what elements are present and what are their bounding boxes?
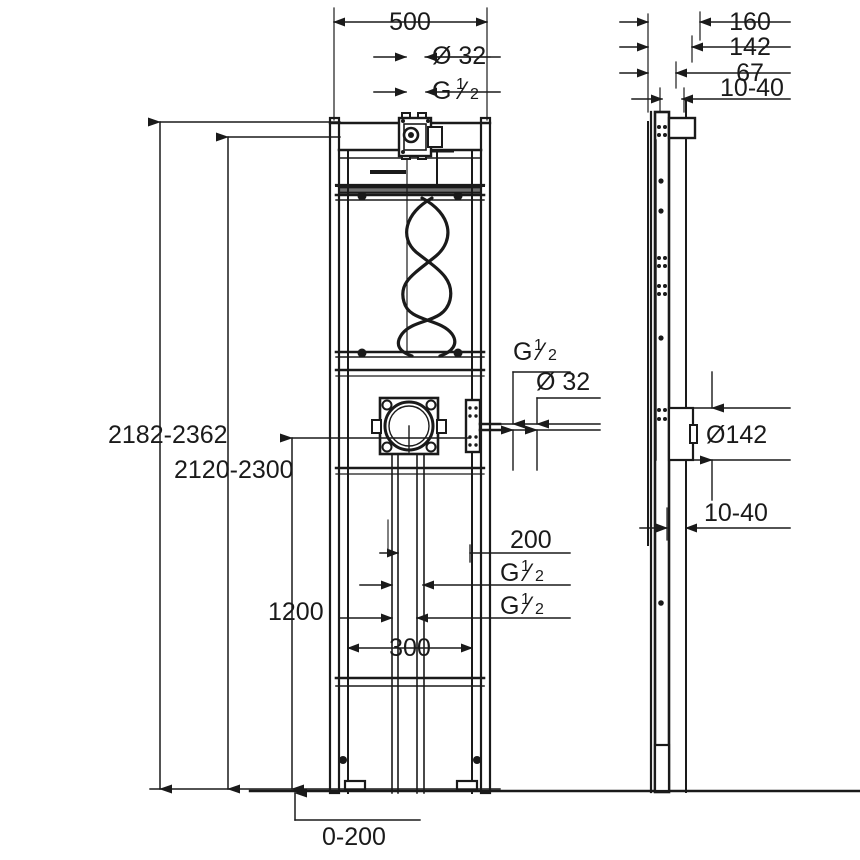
thread-numerator: 1 bbox=[521, 591, 530, 608]
dim-lower-thread-1: G 1 ⁄ 2 bbox=[500, 558, 544, 587]
dim-side-10-40-top: 10-40 bbox=[720, 74, 784, 102]
side-view-geometry bbox=[647, 99, 698, 794]
thread-denominator: 2 bbox=[535, 601, 544, 618]
dim-right-10-40: 10-40 bbox=[704, 499, 768, 527]
dim-right-dia142: Ø142 bbox=[706, 421, 767, 449]
thread-g-glyph: G bbox=[500, 592, 519, 620]
thread-g-glyph: G bbox=[432, 77, 451, 105]
dim-mid-dia32: Ø 32 bbox=[536, 368, 590, 396]
thread-g-glyph: G bbox=[500, 559, 519, 587]
dim-mid-thread: G 1 ⁄ 2 bbox=[513, 337, 557, 366]
front-view-geometry bbox=[248, 112, 860, 795]
dim-left-total: 2182-2362 bbox=[108, 421, 228, 449]
mounting-holes bbox=[657, 125, 667, 606]
thread-denominator: 2 bbox=[470, 86, 479, 103]
dim-side-142: 142 bbox=[729, 33, 771, 61]
dimension-lines bbox=[148, 7, 791, 821]
dim-side-67: 67 bbox=[736, 59, 764, 87]
dim-lower-300: 300 bbox=[389, 634, 431, 662]
dim-lower-200: 200 bbox=[510, 526, 552, 554]
outlet-flange bbox=[371, 396, 447, 456]
thread-denominator: 2 bbox=[548, 347, 557, 364]
dim-top-width: 500 bbox=[389, 8, 431, 36]
dim-lower-thread-2: G 1 ⁄ 2 bbox=[500, 591, 544, 620]
thread-numerator: 1 bbox=[456, 76, 465, 93]
fill-valve-assembly bbox=[370, 112, 454, 187]
dim-left-second: 2120-2300 bbox=[174, 456, 294, 484]
thread-numerator: 1 bbox=[534, 337, 543, 354]
dim-top-thread: G 1 ⁄ 2 bbox=[432, 76, 479, 105]
thread-denominator: 2 bbox=[535, 568, 544, 585]
dim-top-dia32: Ø 32 bbox=[432, 42, 486, 70]
dim-side-160: 160 bbox=[729, 8, 771, 36]
dim-bottom-0-200: 0-200 bbox=[322, 823, 386, 851]
dim-left-1200: 1200 bbox=[268, 598, 324, 626]
thread-g-glyph: G bbox=[513, 338, 532, 366]
thread-numerator: 1 bbox=[521, 558, 530, 575]
